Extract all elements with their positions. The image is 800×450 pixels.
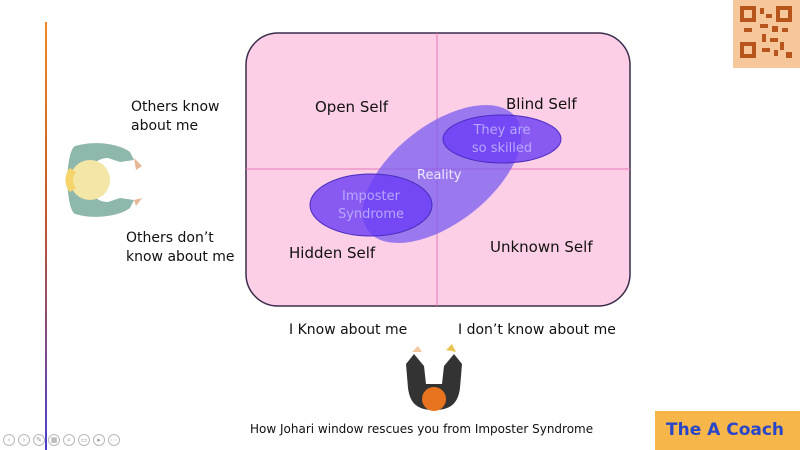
others-dont-line2: know about me xyxy=(126,249,235,265)
imposter-label: Imposter Syndrome xyxy=(326,188,416,224)
accent-line xyxy=(45,22,47,450)
skilled-label-line1: They are xyxy=(473,123,531,138)
quadrant-open-self: Open Self xyxy=(315,98,389,116)
skilled-label-line2: so skilled xyxy=(471,141,533,156)
more-options-icon[interactable]: ⋯ xyxy=(108,434,120,446)
imposter-ellipse xyxy=(309,173,433,237)
i-know-label: I Know about me xyxy=(289,322,408,338)
others-dont-line1: Others don’t xyxy=(126,230,214,246)
quadrant-unknown-self: Unknown Self xyxy=(490,238,593,256)
others-know-line1: Others know xyxy=(131,99,220,115)
qr-code-icon xyxy=(733,0,800,68)
quadrant-hidden-self: Hidden Self xyxy=(289,244,376,262)
skilled-ellipse xyxy=(442,114,562,164)
logo-text: The A Coach xyxy=(666,420,785,440)
imposter-label-line1: Imposter xyxy=(342,189,400,204)
imposter-label-line2: Syndrome xyxy=(337,207,405,222)
camera-icon[interactable]: ▸ xyxy=(93,434,105,446)
zoom-icon[interactable]: ⌕ xyxy=(63,434,75,446)
person-topdown-dark-icon xyxy=(406,344,462,411)
others-know-label: Others know about me xyxy=(131,98,220,136)
quadrant-blind-self: Blind Self xyxy=(506,95,577,113)
previous-slide-icon[interactable]: ‹ xyxy=(3,434,15,446)
pen-icon[interactable]: ✎ xyxy=(33,434,45,446)
caption: How Johari window rescues you from Impos… xyxy=(250,422,594,436)
next-slide-icon[interactable]: › xyxy=(18,434,30,446)
i-dont-know-label: I don’t know about me xyxy=(458,322,616,338)
presentation-toolbar: ‹ › ✎ ▦ ⌕ ▭ ▸ ⋯ xyxy=(3,434,120,448)
slides-icon[interactable]: ▦ xyxy=(48,434,60,446)
the-a-coach-logo: The A Coach xyxy=(655,411,800,450)
reality-label: Reality xyxy=(417,168,462,183)
others-dont-know-label: Others don’t know about me xyxy=(126,229,235,267)
skilled-label: They are so skilled xyxy=(462,122,542,158)
person-topdown-blonde-icon xyxy=(65,143,142,217)
others-know-line2: about me xyxy=(131,118,199,134)
subtitles-icon[interactable]: ▭ xyxy=(78,434,90,446)
